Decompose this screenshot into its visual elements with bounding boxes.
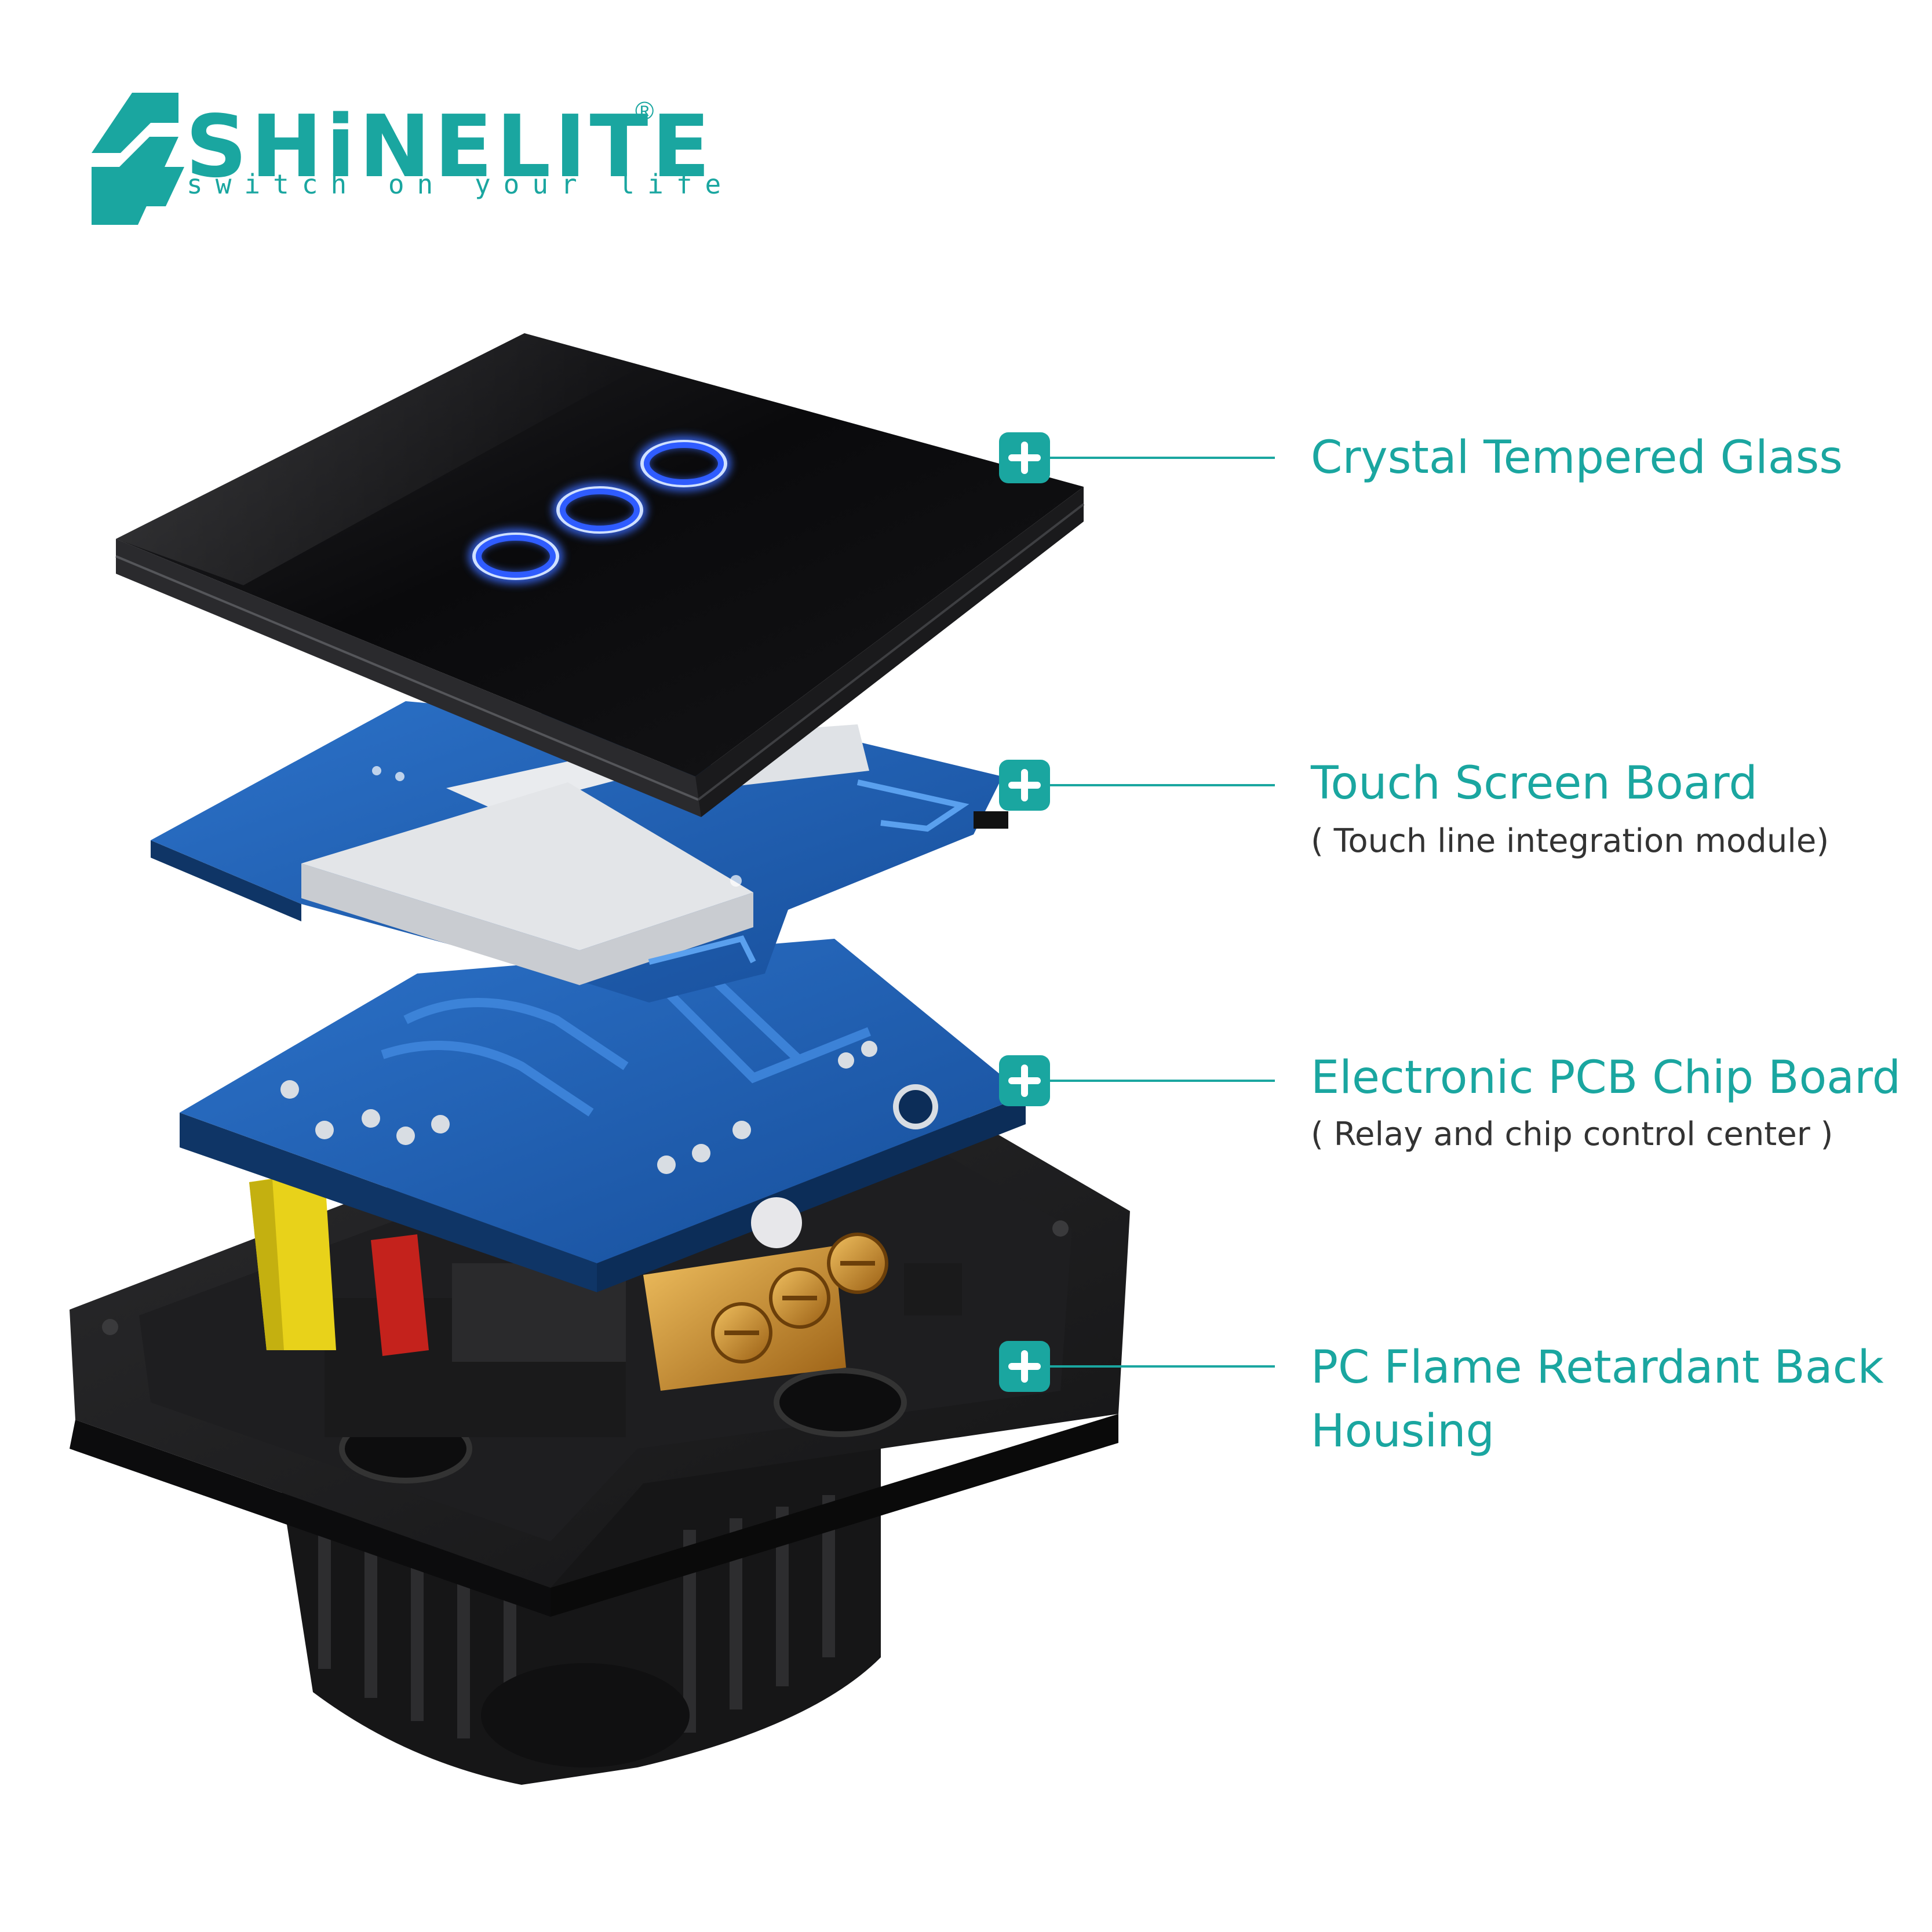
- tempered-glass-panel: [115, 333, 1085, 817]
- brand-mark-icon: [92, 93, 184, 225]
- plus-icon[interactable]: [999, 432, 1050, 483]
- callout-title: Touch Screen Board: [1310, 757, 1758, 810]
- callout-title: Electronic PCB Chip Board: [1311, 1052, 1901, 1104]
- brand-tagline: switch on your life: [187, 169, 734, 200]
- electronic-pcb-board: [180, 939, 1026, 1292]
- brand-name: SHiNELITE: [185, 97, 714, 196]
- callout-subtitle: ( Relay and chip control center ): [1311, 1116, 1833, 1153]
- callout-pc-flame-retardant-back-housing: PC Flame Retardant Back Housing: [1311, 1342, 1884, 1457]
- touch-button-glow: [468, 436, 731, 584]
- callout-title: PC Flame Retardant Back: [1311, 1342, 1884, 1394]
- brand-logo: SHiNELITE ® switch on your life: [92, 93, 734, 225]
- plus-icon[interactable]: [999, 760, 1050, 811]
- plus-icon[interactable]: [999, 1341, 1050, 1392]
- internal-components: [249, 1171, 962, 1437]
- callout-title: Crystal Tempered Glass: [1311, 432, 1843, 484]
- brand-registered-mark: ®: [635, 97, 654, 125]
- callout-crystal-tempered-glass: Crystal Tempered Glass: [1311, 432, 1843, 484]
- callout-electronic-pcb-chip-board: Electronic PCB Chip Board ( Relay and ch…: [1311, 1052, 1901, 1153]
- callout-touch-screen-board: Touch Screen Board ( Touch line integrat…: [1310, 757, 1829, 860]
- callout-subtitle: ( Touch line integration module): [1311, 822, 1829, 860]
- callout-title-line-2: Housing: [1311, 1405, 1494, 1457]
- plus-icon[interactable]: [999, 1055, 1050, 1106]
- callout-connectors: [1026, 457, 1275, 1368]
